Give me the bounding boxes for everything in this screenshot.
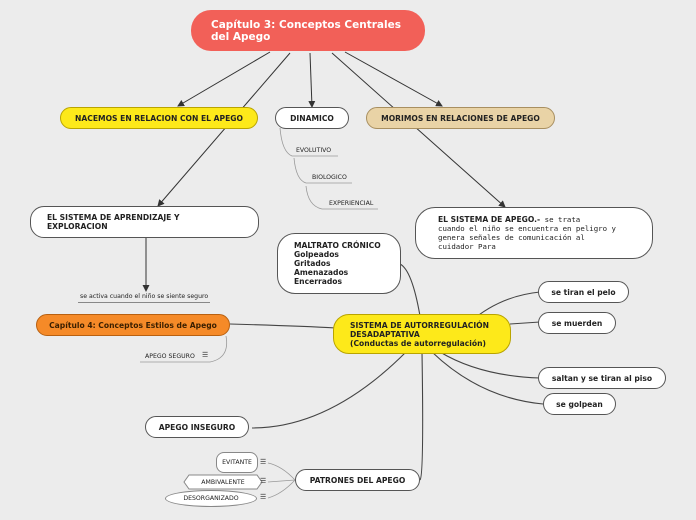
- root-title-line2: del Apego: [211, 30, 271, 43]
- node-evitante[interactable]: EVITANTE: [216, 452, 258, 473]
- menu-icon-desorganizado[interactable]: ☰: [260, 493, 267, 501]
- node-autorregulacion[interactable]: SISTEMA DE AUTORREGULACIÓN DESADAPTATIVA…: [333, 314, 511, 354]
- sistema-apego-line4: cuidador Para: [438, 242, 496, 251]
- tag-experiencial[interactable]: EXPERIENCIAL: [329, 200, 374, 207]
- maltrato-item-4: Encerrados: [294, 277, 343, 286]
- maltrato-title: MALTRATO CRÓNICO: [294, 241, 381, 250]
- menu-icon[interactable]: ☰: [202, 351, 209, 359]
- root-node[interactable]: Capítulo 3: Conceptos Centrales del Apeg…: [191, 10, 425, 51]
- morimos-label: MORIMOS EN RELACIONES DE APEGO: [381, 113, 540, 123]
- maltrato-item-1: Golpeados: [294, 250, 339, 259]
- node-sistema-apego[interactable]: EL SISTEMA DE APEGO.- se trata cuando el…: [415, 207, 653, 259]
- autorregulacion-line2: DESADAPTATIVA: [350, 329, 420, 339]
- desorganizado-label: DESORGANIZADO: [183, 495, 239, 502]
- nacemos-label: NACEMOS EN RELACION CON EL APEGO: [75, 113, 243, 123]
- maltrato-item-3: Amenazados: [294, 268, 349, 277]
- se-golpean-label: se golpean: [556, 399, 603, 409]
- autorregulacion-line3: (Conductas de autorregulación): [350, 338, 486, 348]
- patrones-label: PATRONES DEL APEGO: [309, 475, 406, 485]
- node-maltrato[interactable]: MALTRATO CRÓNICO Golpeados Gritados Amen…: [277, 233, 401, 294]
- evitante-label: EVITANTE: [222, 459, 252, 466]
- node-desorganizado[interactable]: DESORGANIZADO: [165, 490, 257, 507]
- tag-biologico[interactable]: BIOLOGICO: [312, 174, 347, 181]
- apego-inseguro-label: APEGO INSEGURO: [158, 422, 236, 432]
- sistema-apego-bold: EL SISTEMA DE APEGO.-: [438, 215, 541, 224]
- tag-evolutivo[interactable]: EVOLUTIVO: [296, 147, 332, 154]
- node-se-muerden[interactable]: se muerden: [538, 312, 616, 334]
- node-patrones[interactable]: PATRONES DEL APEGO: [295, 469, 420, 491]
- menu-icon-ambivalente[interactable]: ☰: [260, 477, 267, 485]
- node-nacemos[interactable]: NACEMOS EN RELACION CON EL APEGO: [60, 107, 258, 129]
- ambivalente-label: AMBIVALENTE: [201, 478, 245, 486]
- maltrato-item-2: Gritados: [294, 259, 331, 268]
- tag-apego-seguro[interactable]: APEGO SEGURO: [145, 353, 195, 360]
- node-capitulo4[interactable]: Capítulo 4: Conceptos Estilos de Apego: [36, 314, 230, 336]
- ambivalente-shape: [183, 474, 263, 490]
- sistema-apego-line1: EL SISTEMA DE APEGO.- se trata: [438, 215, 580, 224]
- node-sistema-aprendizaje[interactable]: EL SISTEMA DE APRENDIZAJE Y EXPLORACION: [30, 206, 259, 238]
- node-ambivalente[interactable]: AMBIVALENTE: [183, 474, 263, 490]
- saltan-label: saltan y se tiran al piso: [551, 373, 653, 383]
- menu-icon-evitante[interactable]: ☰: [260, 458, 267, 466]
- sistema-aprendizaje-line1: EL SISTEMA DE APRENDIZAJE Y: [47, 213, 180, 222]
- dinamico-label: DINAMICO: [290, 113, 334, 123]
- node-se-tiran-pelo[interactable]: se tiran el pelo: [538, 281, 629, 303]
- node-apego-inseguro[interactable]: APEGO INSEGURO: [145, 416, 249, 438]
- node-saltan[interactable]: saltan y se tiran al piso: [538, 367, 666, 389]
- se-tiran-pelo-label: se tiran el pelo: [551, 287, 616, 297]
- node-morimos[interactable]: MORIMOS EN RELACIONES DE APEGO: [366, 107, 555, 129]
- capitulo4-label: Capítulo 4: Conceptos Estilos de Apego: [49, 320, 217, 330]
- sistema-apego-line3: genera señales de comunicación al: [438, 233, 585, 242]
- sistema-apego-line2: cuando el niño se encuentra en peligro y: [438, 224, 616, 233]
- sistema-apego-line1-rest: se trata: [540, 215, 581, 224]
- node-dinamico[interactable]: DINAMICO: [275, 107, 349, 129]
- tag-se-activa[interactable]: se activa cuando el niño se siente segur…: [78, 293, 211, 303]
- autorregulacion-line1: SISTEMA DE AUTORREGULACIÓN: [350, 320, 489, 330]
- se-muerden-label: se muerden: [551, 318, 603, 328]
- root-title-line1: Capítulo 3: Conceptos Centrales: [211, 18, 401, 31]
- node-se-golpean[interactable]: se golpean: [543, 393, 616, 415]
- sistema-aprendizaje-line2: EXPLORACION: [47, 222, 108, 231]
